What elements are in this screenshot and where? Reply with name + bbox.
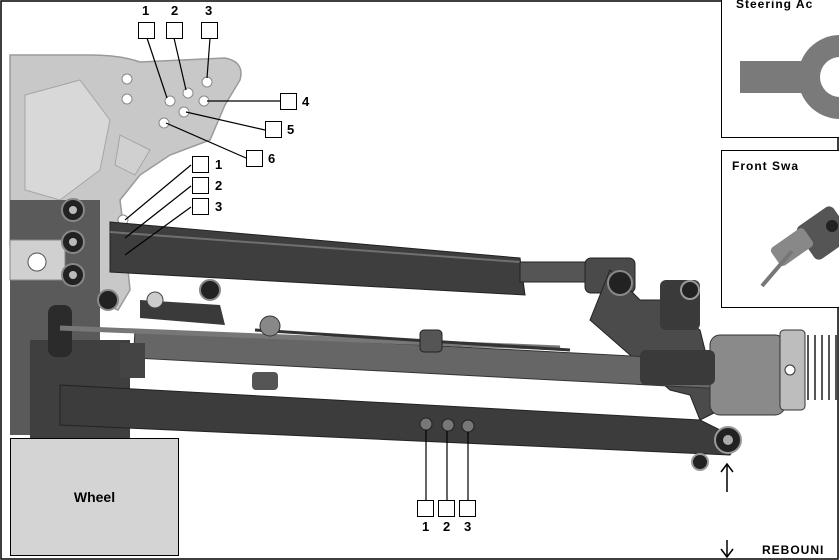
- tower-label-3: 3: [205, 3, 213, 18]
- wheel-box: Wheel: [10, 438, 179, 556]
- tower-label-2: 2: [171, 3, 179, 18]
- tower-label-4: 4: [302, 94, 310, 109]
- arm-box-1[interactable]: [417, 500, 434, 517]
- wheel-label: Wheel: [73, 489, 116, 505]
- arm-label-2: 2: [443, 519, 451, 534]
- lower-mount-label-1: 1: [215, 157, 223, 172]
- rebound-arrow: [720, 540, 734, 559]
- rod-end-icon: [740, 35, 839, 119]
- arm-box-3[interactable]: [459, 500, 476, 517]
- sway-inset-title: Front Swa: [732, 159, 800, 173]
- arm-holes: [419, 417, 475, 433]
- tower-box-1[interactable]: [138, 22, 155, 39]
- lower-mount-label-2: 2: [215, 178, 223, 193]
- lower-mount-box-3[interactable]: [192, 198, 209, 215]
- rebound-label: REBOUNI: [762, 543, 825, 557]
- sway-link-icon: [760, 206, 839, 288]
- tower-box-6[interactable]: [246, 150, 263, 167]
- leader-lines: [124, 37, 469, 500]
- steering-inset-title: Steering Ac: [736, 0, 814, 11]
- arm-box-2[interactable]: [438, 500, 455, 517]
- lower-mount-label-3: 3: [215, 199, 223, 214]
- arm-label-3: 3: [464, 519, 472, 534]
- lower-mount-box-2[interactable]: [192, 177, 209, 194]
- sway-inset: Front Swa: [721, 150, 839, 308]
- tower-label-1: 1: [142, 3, 150, 18]
- tower-box-3[interactable]: [201, 22, 218, 39]
- upright: [589, 269, 721, 421]
- lower-mount-box-1[interactable]: [192, 156, 209, 173]
- tower-label-6: 6: [268, 151, 276, 166]
- arm-label-1: 1: [422, 519, 430, 534]
- tower-box-4[interactable]: [280, 93, 297, 110]
- tower-box-5[interactable]: [265, 121, 282, 138]
- steering-inset: Steering Ac: [721, 0, 839, 138]
- compression-arrow: [720, 462, 734, 492]
- tower-box-2[interactable]: [166, 22, 183, 39]
- tower-label-5: 5: [287, 122, 295, 137]
